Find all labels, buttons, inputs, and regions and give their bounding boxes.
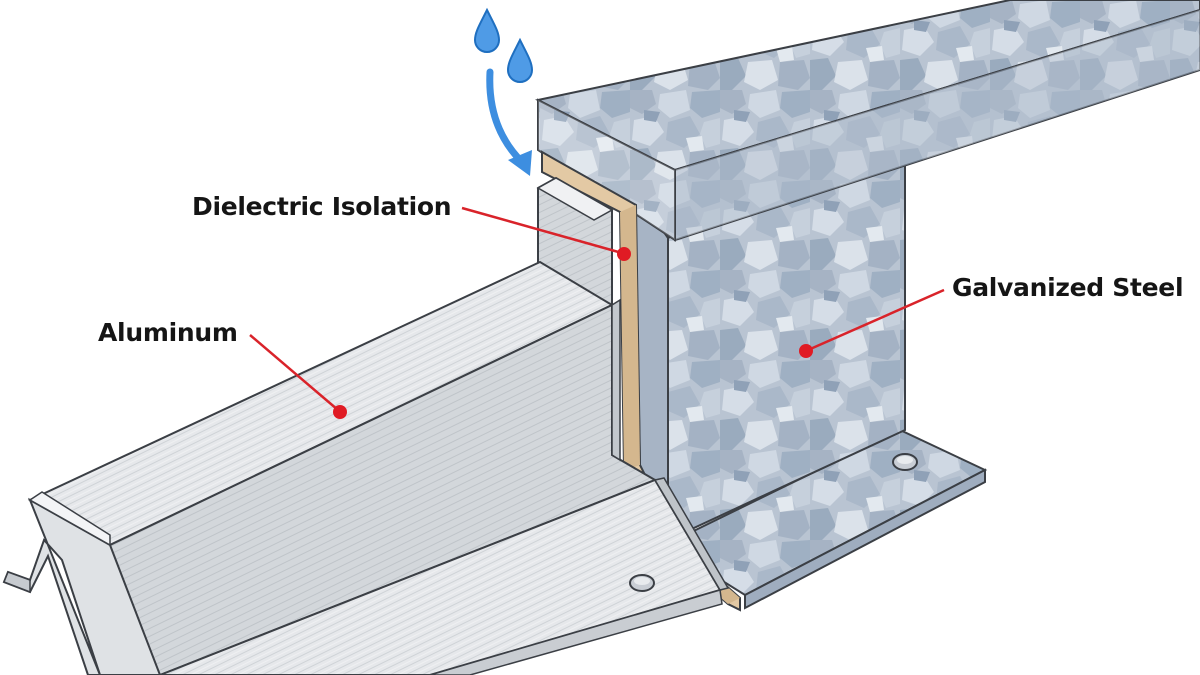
aluminum-profile bbox=[2, 176, 730, 675]
aluminum-callout-dot bbox=[333, 405, 347, 419]
steel-top-flange-end bbox=[537, 98, 676, 242]
curved-arrow-icon bbox=[486, 68, 526, 166]
callouts bbox=[249, 206, 945, 419]
galvanized-steel-label: Galvanized Steel bbox=[952, 273, 1184, 302]
galvanized-steel-member bbox=[535, 0, 1200, 610]
bolt-head-icon bbox=[892, 453, 918, 471]
steel-leader-line bbox=[807, 288, 945, 352]
steel-callout-dot bbox=[799, 344, 813, 358]
dielectric-leader-line bbox=[461, 206, 623, 255]
dielectric-isolation-label: Dielectric Isolation bbox=[192, 192, 452, 221]
steel-bottom-flange-edge bbox=[744, 468, 986, 610]
aluminum-label: Aluminum bbox=[98, 318, 238, 347]
bolt-head-icon bbox=[629, 574, 655, 592]
water-drop-icon bbox=[506, 37, 534, 83]
water-indicator bbox=[473, 7, 534, 176]
dielectric-callout-dot bbox=[617, 247, 631, 261]
water-drop-icon bbox=[473, 7, 501, 53]
aluminum-leader-line bbox=[249, 334, 339, 411]
